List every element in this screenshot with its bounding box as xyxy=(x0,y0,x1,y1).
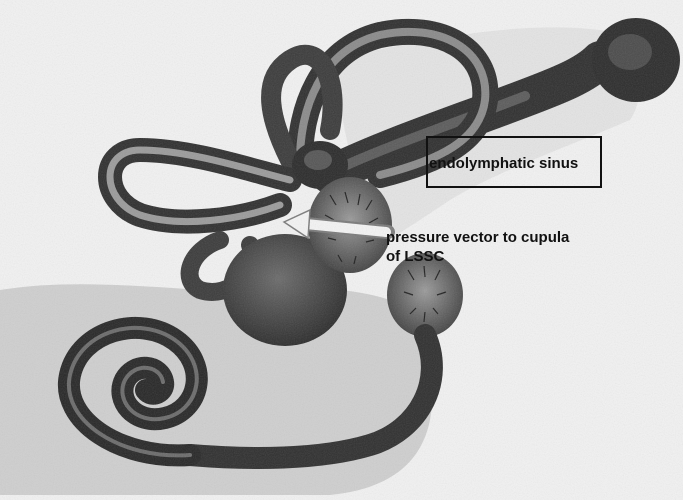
endolymphatic-sinus-label: endolymphatic sinus xyxy=(429,154,578,173)
pressure-vector-label-line1: pressure vector to cupula xyxy=(386,228,569,247)
pressure-vector-label-line2: of LSSC xyxy=(386,247,444,266)
